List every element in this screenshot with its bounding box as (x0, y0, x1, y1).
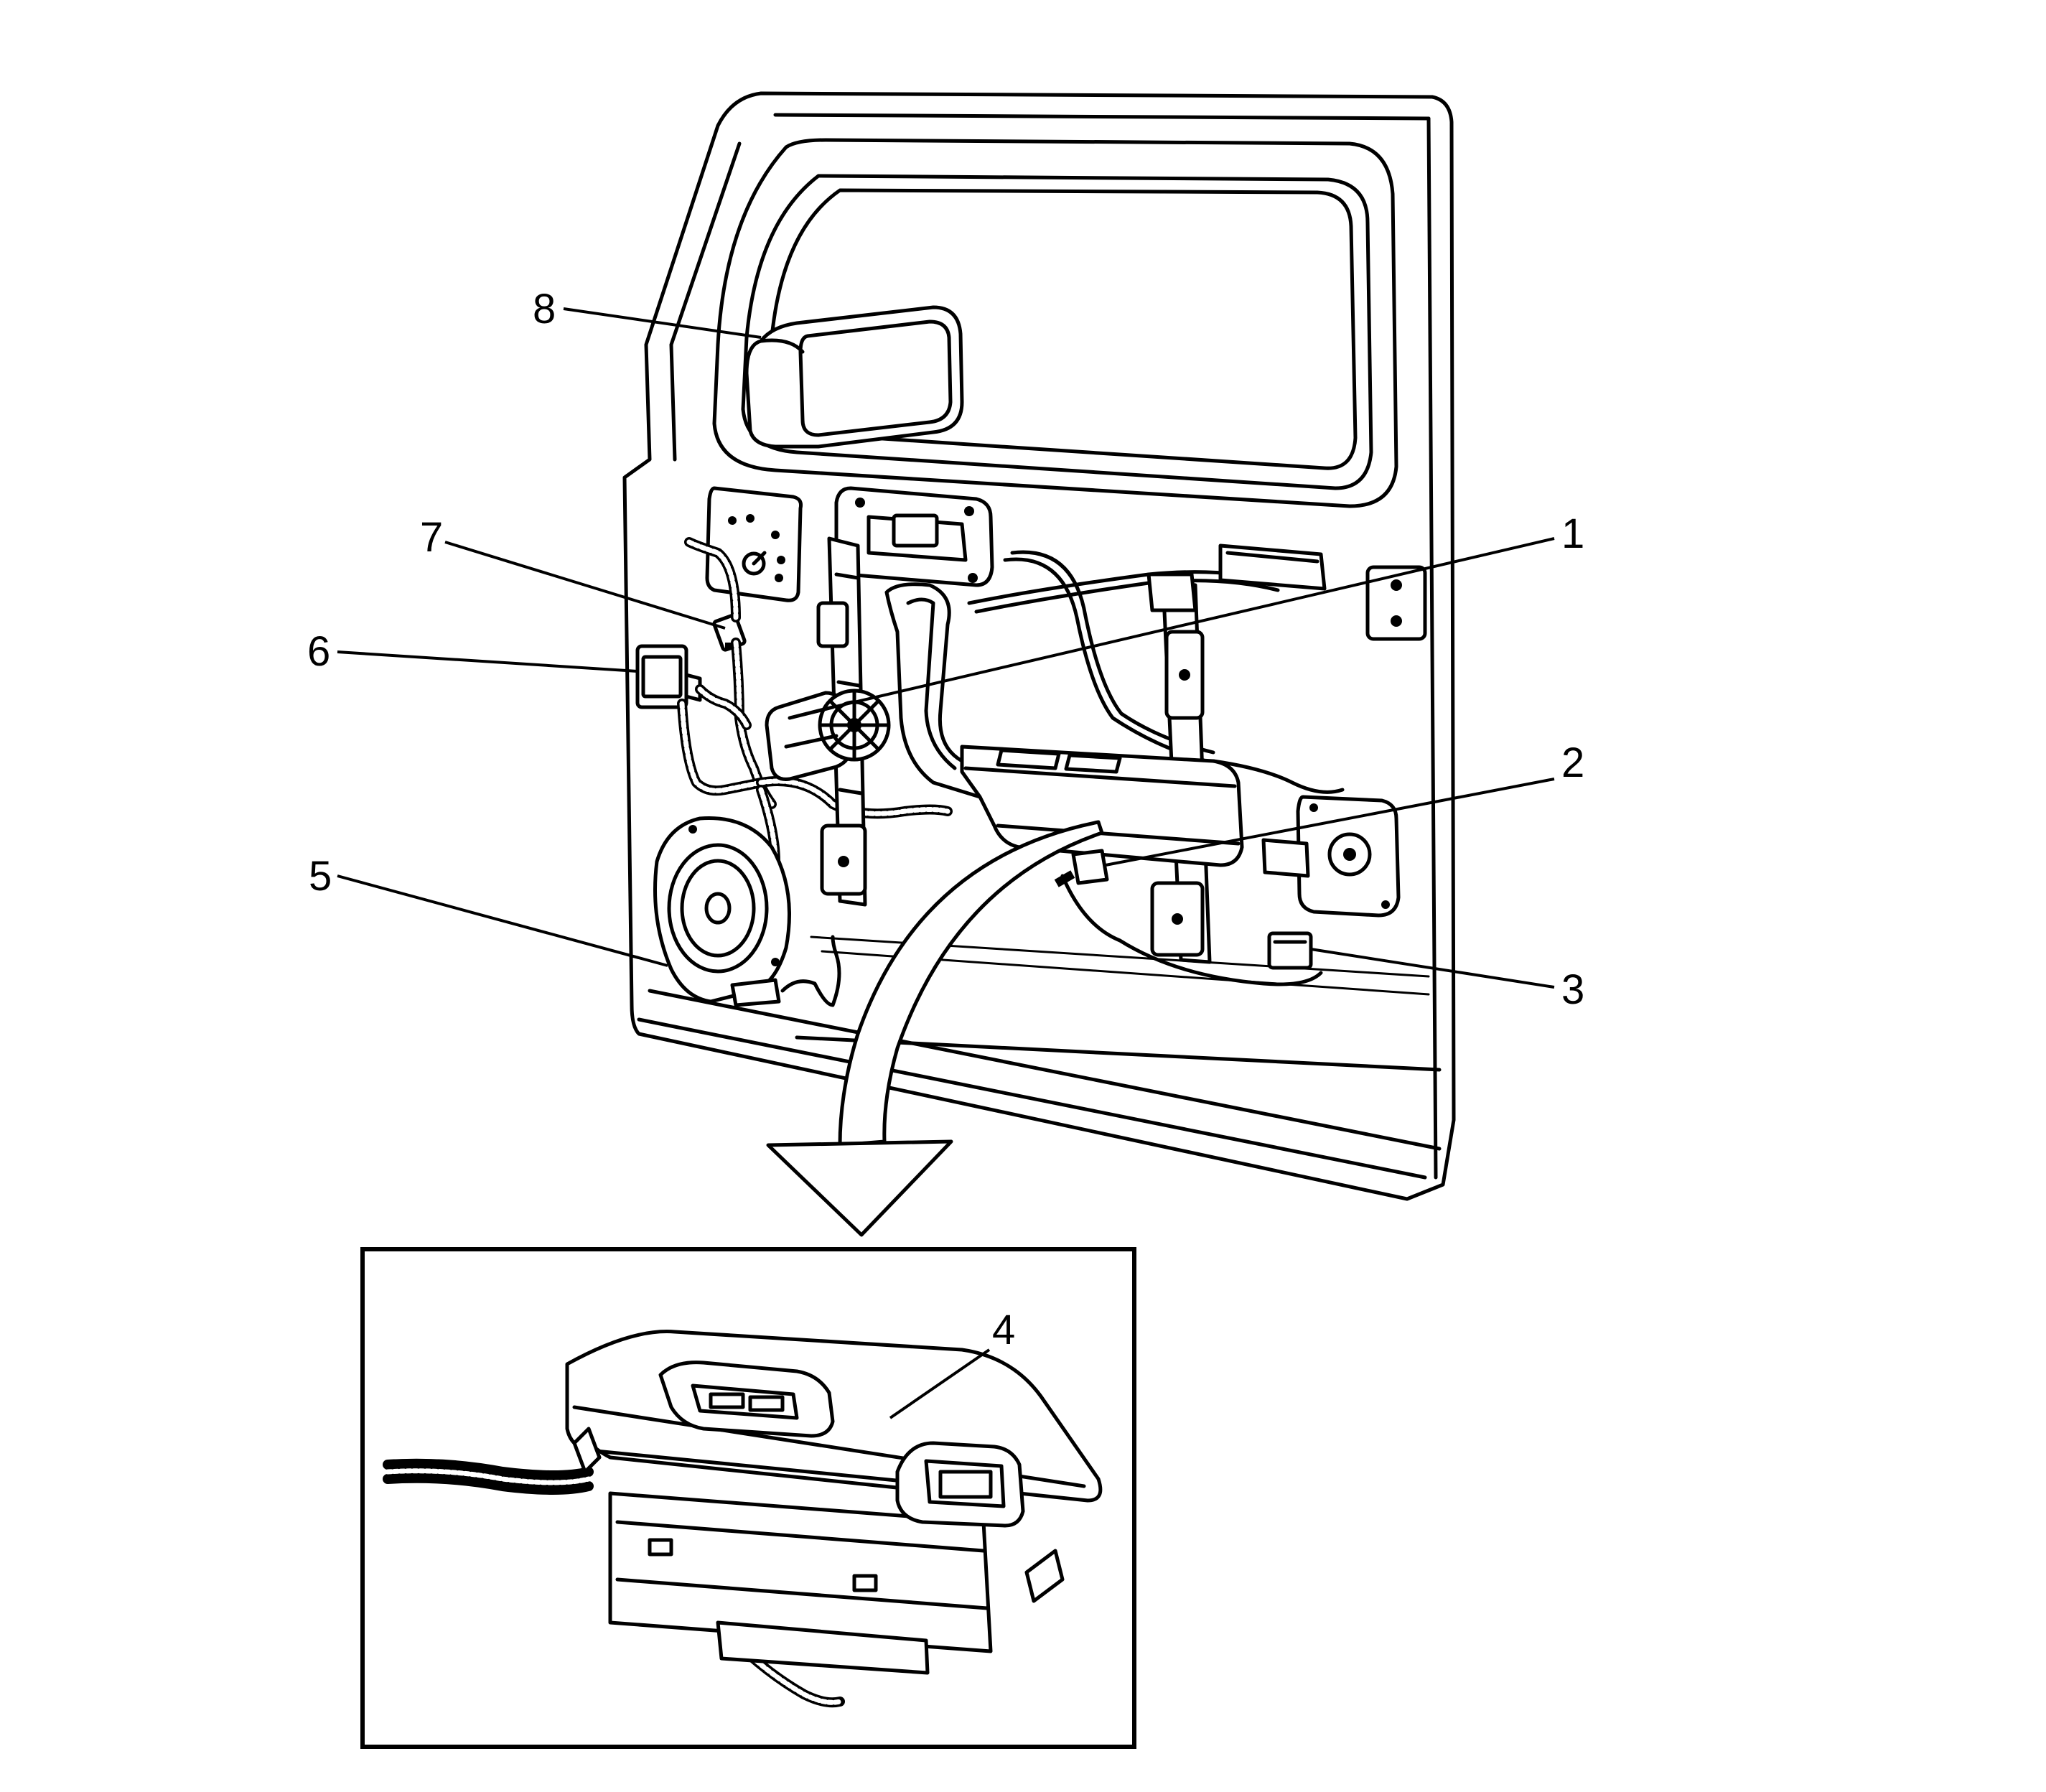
detail-arrow (766, 820, 1104, 1237)
callout-7: 7 (420, 514, 443, 561)
callout-5: 5 (309, 853, 332, 900)
window-motor (765, 689, 891, 781)
door-shell (622, 91, 1456, 1201)
mirror-mount-plate (705, 486, 803, 602)
armrest (884, 582, 1244, 867)
window-regulator (816, 536, 1212, 964)
callout-4: 4 (992, 1307, 1015, 1353)
door-speaker (653, 816, 791, 1007)
module-connector-6 (635, 644, 702, 709)
callout-8: 8 (533, 286, 556, 332)
callout-2: 2 (1561, 739, 1584, 786)
door-latch (1218, 543, 1427, 918)
connector-2 (1054, 849, 1109, 887)
inside-handle-bezel (834, 486, 994, 587)
leader-lines (337, 307, 1555, 1419)
callout-3: 3 (1561, 966, 1584, 1013)
inset-detail (360, 1247, 1136, 1749)
callout-1: 1 (1561, 510, 1584, 557)
connector-3 (1267, 931, 1313, 970)
outside-mirror (744, 305, 964, 449)
callout-6: 6 (307, 628, 330, 675)
